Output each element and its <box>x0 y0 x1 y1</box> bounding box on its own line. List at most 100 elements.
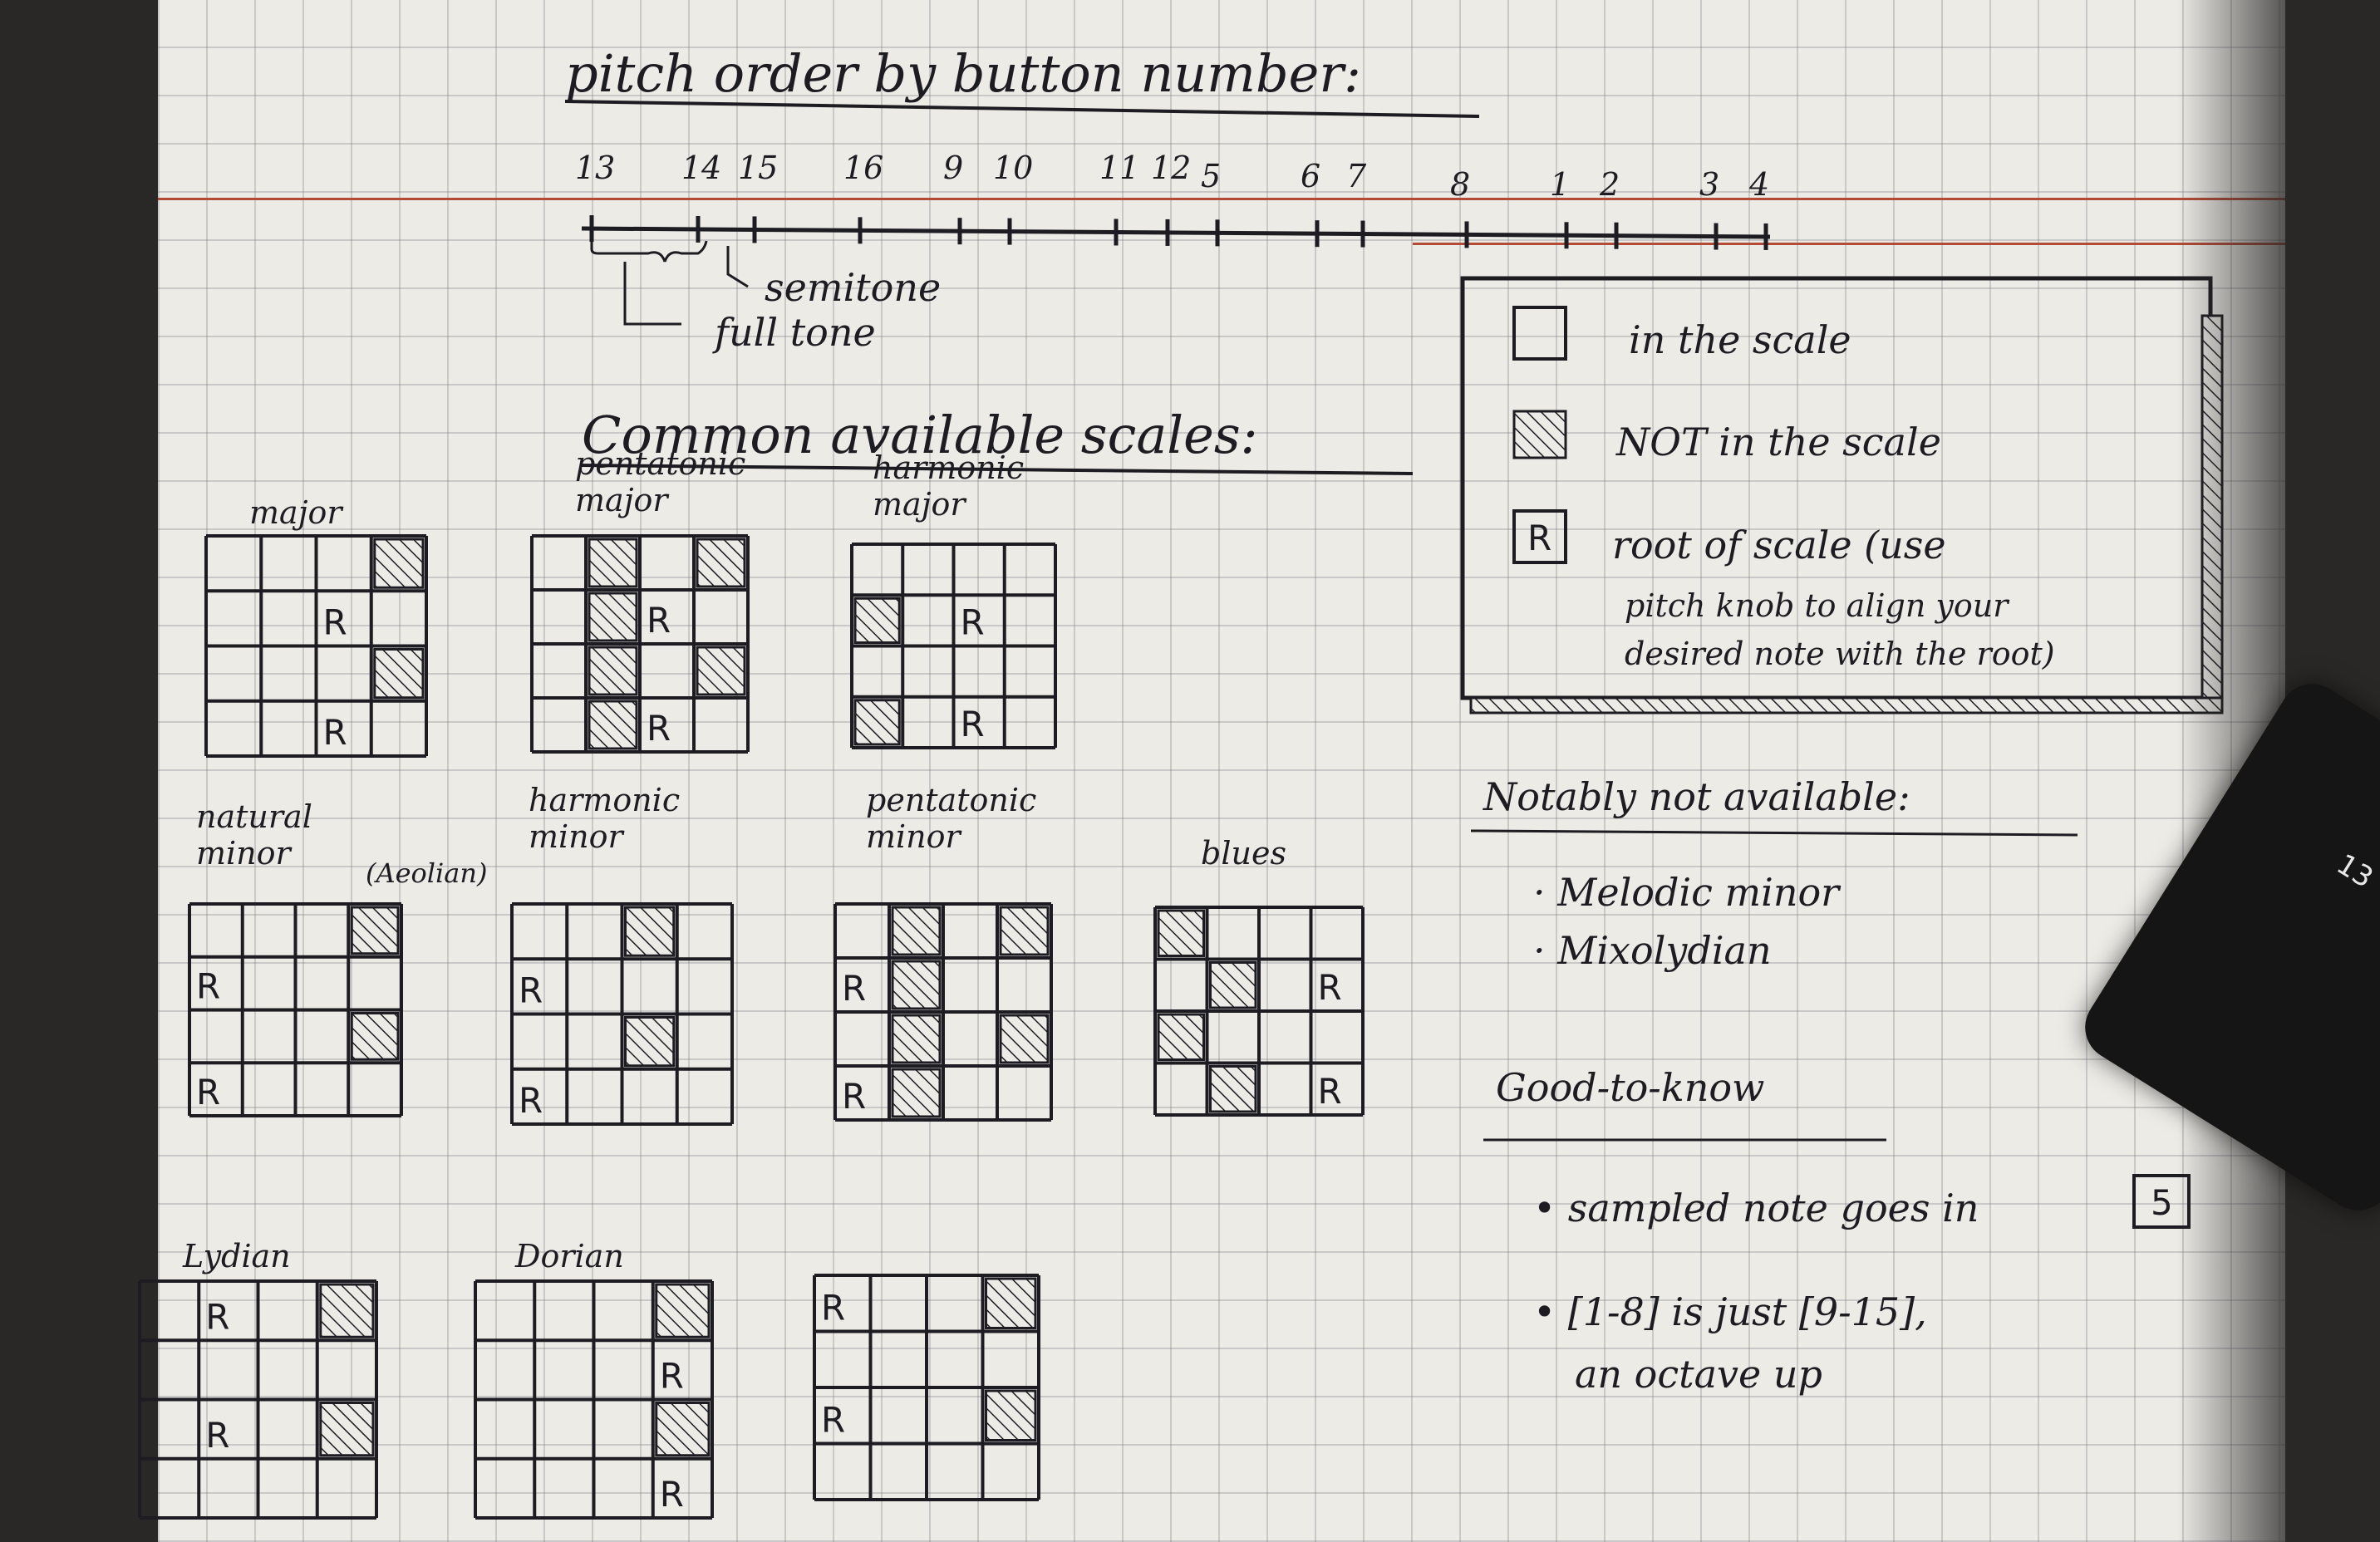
scale-cell-excluded <box>319 1283 375 1338</box>
scale-cell-excluded <box>1157 1013 1205 1061</box>
pitch-number: 13 <box>575 150 615 186</box>
not-available-item: · Melodic minor <box>1533 870 1842 915</box>
scale-cell-excluded <box>985 1277 1037 1329</box>
semitone-label: semitone <box>765 265 941 310</box>
pitch-number: 15 <box>738 150 778 186</box>
scale-cell-root: R <box>961 602 985 643</box>
pitch-number: 12 <box>1151 150 1191 186</box>
scale-cell-excluded <box>373 538 425 589</box>
good-to-know-item: • [1-8] is just [9-15], <box>1533 1289 1927 1334</box>
scale-name: harmonic <box>529 782 680 818</box>
scale-cell-root: R <box>323 712 347 753</box>
scale-cell-excluded <box>999 1014 1050 1064</box>
scale-cell-excluded <box>1209 961 1257 1009</box>
scale-cell-excluded <box>655 1283 711 1338</box>
scale-cell-root: R <box>196 1072 220 1112</box>
scale-cell-root: R <box>842 1076 866 1117</box>
pitch-number: 2 <box>1599 166 1620 203</box>
scale-name: blues <box>1201 835 1286 872</box>
scale-name: major <box>249 494 344 531</box>
paper-sheet <box>158 0 2285 1542</box>
not-available-item: · Mixolydian <box>1533 928 1772 973</box>
scale-name: Lydian <box>182 1238 291 1274</box>
scale-name: natural <box>196 798 312 835</box>
scale-name: harmonic <box>873 449 1024 486</box>
scale-cell-root: R <box>961 704 985 744</box>
scale-cell-root: R <box>323 602 347 643</box>
not-available-heading: Notably not available: <box>1483 774 1910 819</box>
pitch-number: 5 <box>1201 158 1221 194</box>
scale-name: Dorian <box>514 1238 624 1274</box>
pitch-number: 10 <box>993 150 1033 186</box>
scale-cell-root: R <box>647 708 671 749</box>
pitch-number: 1 <box>1550 166 1570 203</box>
scale-name: pentatonic <box>575 445 745 482</box>
scale-cell-excluded <box>588 700 638 750</box>
scale-cell-excluded <box>696 646 746 696</box>
scale-cell-root: R <box>842 968 866 1009</box>
scale-cell-root: R <box>821 1400 845 1441</box>
scale-cell-root: R <box>647 600 671 641</box>
scale-cell-excluded <box>655 1402 711 1457</box>
legend-not-in-scale: NOT in the scale <box>1615 420 1941 464</box>
scale-cell-excluded <box>891 960 942 1010</box>
scale-cell-excluded <box>1157 909 1205 957</box>
legend-box: in the scale NOT in the scale R root of … <box>1460 276 2224 715</box>
scale-name: minor <box>196 835 293 872</box>
legend-root-line1: root of scale (use <box>1612 523 1946 567</box>
scale-cell-excluded <box>999 906 1050 956</box>
scale-name: major <box>873 486 967 523</box>
pitch-number: 14 <box>681 150 721 186</box>
pitch-ticks <box>589 215 1768 250</box>
legend-root-line3: desired note with the root) <box>1625 636 2055 672</box>
scale-cell-excluded <box>1209 1065 1257 1113</box>
scale-cell-root: R <box>660 1356 684 1397</box>
scale-cell-excluded <box>624 906 676 957</box>
scale-cell-excluded <box>853 699 901 746</box>
full-tone-label: full tone <box>712 310 876 355</box>
pitch-number: 8 <box>1450 166 1470 203</box>
sample-button-number: 5 <box>2151 1182 2173 1223</box>
margin-line-right <box>1413 243 2285 245</box>
scale-cell-excluded <box>588 592 638 642</box>
legend-hatched-square <box>1512 410 1567 459</box>
scale-cell-excluded <box>696 538 746 588</box>
scale-cell-excluded <box>350 1012 400 1061</box>
scale-name: minor <box>529 818 626 855</box>
scale-diagrams: majorRRpentatonicmajorRRharmonicmajorRRn… <box>138 445 1365 1520</box>
scale-cell-root: R <box>1318 967 1342 1008</box>
legend-root-line2: pitch knob to align your <box>1625 587 2010 624</box>
pitch-number: 9 <box>943 150 963 186</box>
page-title: pitch order by button number: <box>565 43 1361 104</box>
good-to-know-item-cont: an octave up <box>1575 1352 1822 1397</box>
aeolian-note: (Aeolian) <box>366 857 487 889</box>
scale-cell-root: R <box>519 970 543 1011</box>
legend-in-scale: in the scale <box>1629 317 1851 362</box>
scale-cell-excluded <box>588 646 638 696</box>
scale-cell-excluded <box>319 1402 375 1457</box>
scale-cell-excluded <box>624 1016 676 1068</box>
scale-cell-excluded <box>891 906 942 956</box>
legend-root-square <box>1512 509 1567 564</box>
margin-line <box>158 198 2285 200</box>
scale-cell-root: R <box>196 966 220 1007</box>
pitch-axis <box>581 226 1771 239</box>
pitch-number: 16 <box>843 150 883 186</box>
scale-cell-excluded <box>985 1389 1037 1441</box>
scale-cell-root: R <box>519 1080 543 1121</box>
scale-cell-excluded <box>853 597 901 644</box>
scale-name: major <box>575 482 670 518</box>
scale-name: pentatonic <box>866 782 1036 818</box>
good-to-know-item: • sampled note goes in <box>1533 1186 1979 1230</box>
pitch-number: 4 <box>1748 166 1769 203</box>
